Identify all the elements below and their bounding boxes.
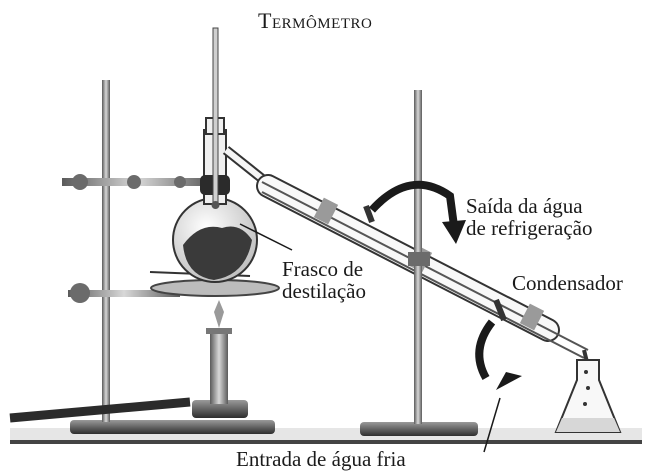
right-ring-stand (360, 90, 478, 436)
bunsen-burner (9, 300, 248, 423)
inlet-leader-line (483, 397, 501, 453)
left-ring-stand (62, 80, 275, 434)
flask-leader-line (239, 223, 293, 251)
flask-label-line2: destilação (282, 279, 366, 303)
thermometer-label: Termômetro (258, 8, 373, 33)
condenser-label: Condensador (512, 271, 623, 295)
flask-label-line1: Frasco de (282, 257, 364, 281)
thermometer-rod (211, 27, 220, 209)
water-inlet-arrow (475, 319, 522, 390)
water-outlet-arrow (369, 180, 466, 244)
water-inlet-label: Entrada de água fria (236, 447, 406, 471)
water-outlet-label-line1: Saída da água (466, 194, 583, 218)
water-outlet-label-line2: de refrigeração (466, 216, 593, 240)
receiving-flask (554, 359, 622, 433)
